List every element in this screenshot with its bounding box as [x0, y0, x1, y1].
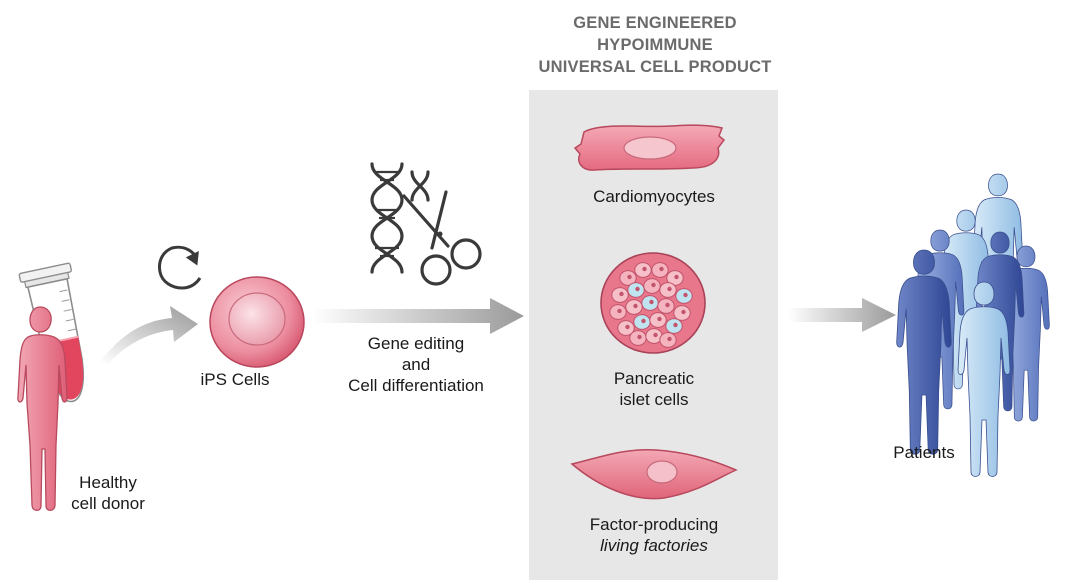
panel-title: GENE ENGINEERED HYPOIMMUNE UNIVERSAL CEL…: [480, 12, 830, 78]
panel-title-line3: UNIVERSAL CELL PRODUCT: [538, 58, 772, 76]
editing-line2: and: [401, 355, 431, 374]
islet-cell-nucleus: [683, 292, 688, 298]
islet-cell-nucleus: [673, 322, 678, 328]
islet-cell-nucleus: [635, 286, 640, 292]
editing-line1: Gene editing: [367, 334, 465, 353]
factor-line2: living factories: [600, 536, 708, 555]
islet-cell-nucleus: [659, 266, 664, 272]
donor-label: Healthy cell donor: [40, 472, 176, 514]
panel-title-line1: GENE ENGINEERED: [573, 14, 737, 32]
islet-label: Pancreatic islet cells: [540, 368, 768, 410]
factor-cell-icon: [570, 448, 738, 500]
patient-figure-icon: [896, 249, 952, 455]
scissors-icon: [402, 190, 482, 286]
islet-cell-nucleus: [637, 334, 642, 340]
islet-cell-nucleus: [665, 302, 670, 308]
islet-cell-nucleus: [674, 274, 679, 280]
donor-line1: Healthy: [79, 473, 137, 492]
islet-cell-nucleus: [619, 291, 624, 297]
islet-cells-icon: [600, 252, 706, 354]
ips-cell-icon: [209, 276, 305, 368]
patients-label: Patients: [872, 442, 976, 463]
editing-label: Gene editing and Cell differentiation: [316, 333, 516, 396]
dna-helix-icon: [370, 162, 430, 274]
islet-cell-nucleus: [667, 286, 672, 292]
islet-cell-nucleus: [649, 299, 654, 305]
cardiomyocytes-text: Cardiomyocytes: [593, 187, 715, 206]
islet-line2: islet cells: [619, 390, 689, 409]
editing-arrow: [312, 298, 524, 334]
donor-figure-icon: [17, 306, 68, 512]
islet-line1: Pancreatic: [613, 369, 695, 388]
donor-line2: cell donor: [71, 494, 145, 513]
factor-line1: Factor-producing: [589, 515, 719, 534]
panel-title-line2: HYPOIMMUNE: [597, 36, 713, 54]
islet-cell-nucleus: [641, 318, 646, 324]
islet-cell-nucleus: [617, 308, 622, 314]
islet-cell-nucleus: [633, 303, 638, 309]
cycle-arrow-icon: [158, 245, 202, 290]
islet-cell-nucleus: [642, 266, 647, 272]
ips-text: iPS Cells: [200, 370, 270, 389]
patients-arrow: [788, 298, 896, 332]
islet-cell-nucleus: [681, 309, 686, 315]
islet-cell-nucleus: [657, 316, 662, 322]
islet-cell-nucleus: [625, 324, 630, 330]
factor-label: Factor-producing living factories: [540, 514, 768, 556]
patients-group-icon: [896, 173, 1050, 477]
islet-cell-nucleus: [627, 274, 632, 280]
islet-cell-nucleus: [653, 332, 658, 338]
patient-figure-icon: [957, 281, 1011, 477]
ips-label: iPS Cells: [180, 369, 290, 390]
patients-text: Patients: [893, 443, 955, 462]
islet-cell-nucleus: [651, 282, 656, 288]
islet-cell-nucleus: [667, 336, 672, 342]
cardiomyocytes-label: Cardiomyocytes: [540, 186, 768, 207]
cardiomyocyte-cell-icon: [573, 124, 726, 171]
editing-line3: Cell differentiation: [348, 376, 484, 395]
donor-to-ips-arrow: [100, 306, 198, 364]
